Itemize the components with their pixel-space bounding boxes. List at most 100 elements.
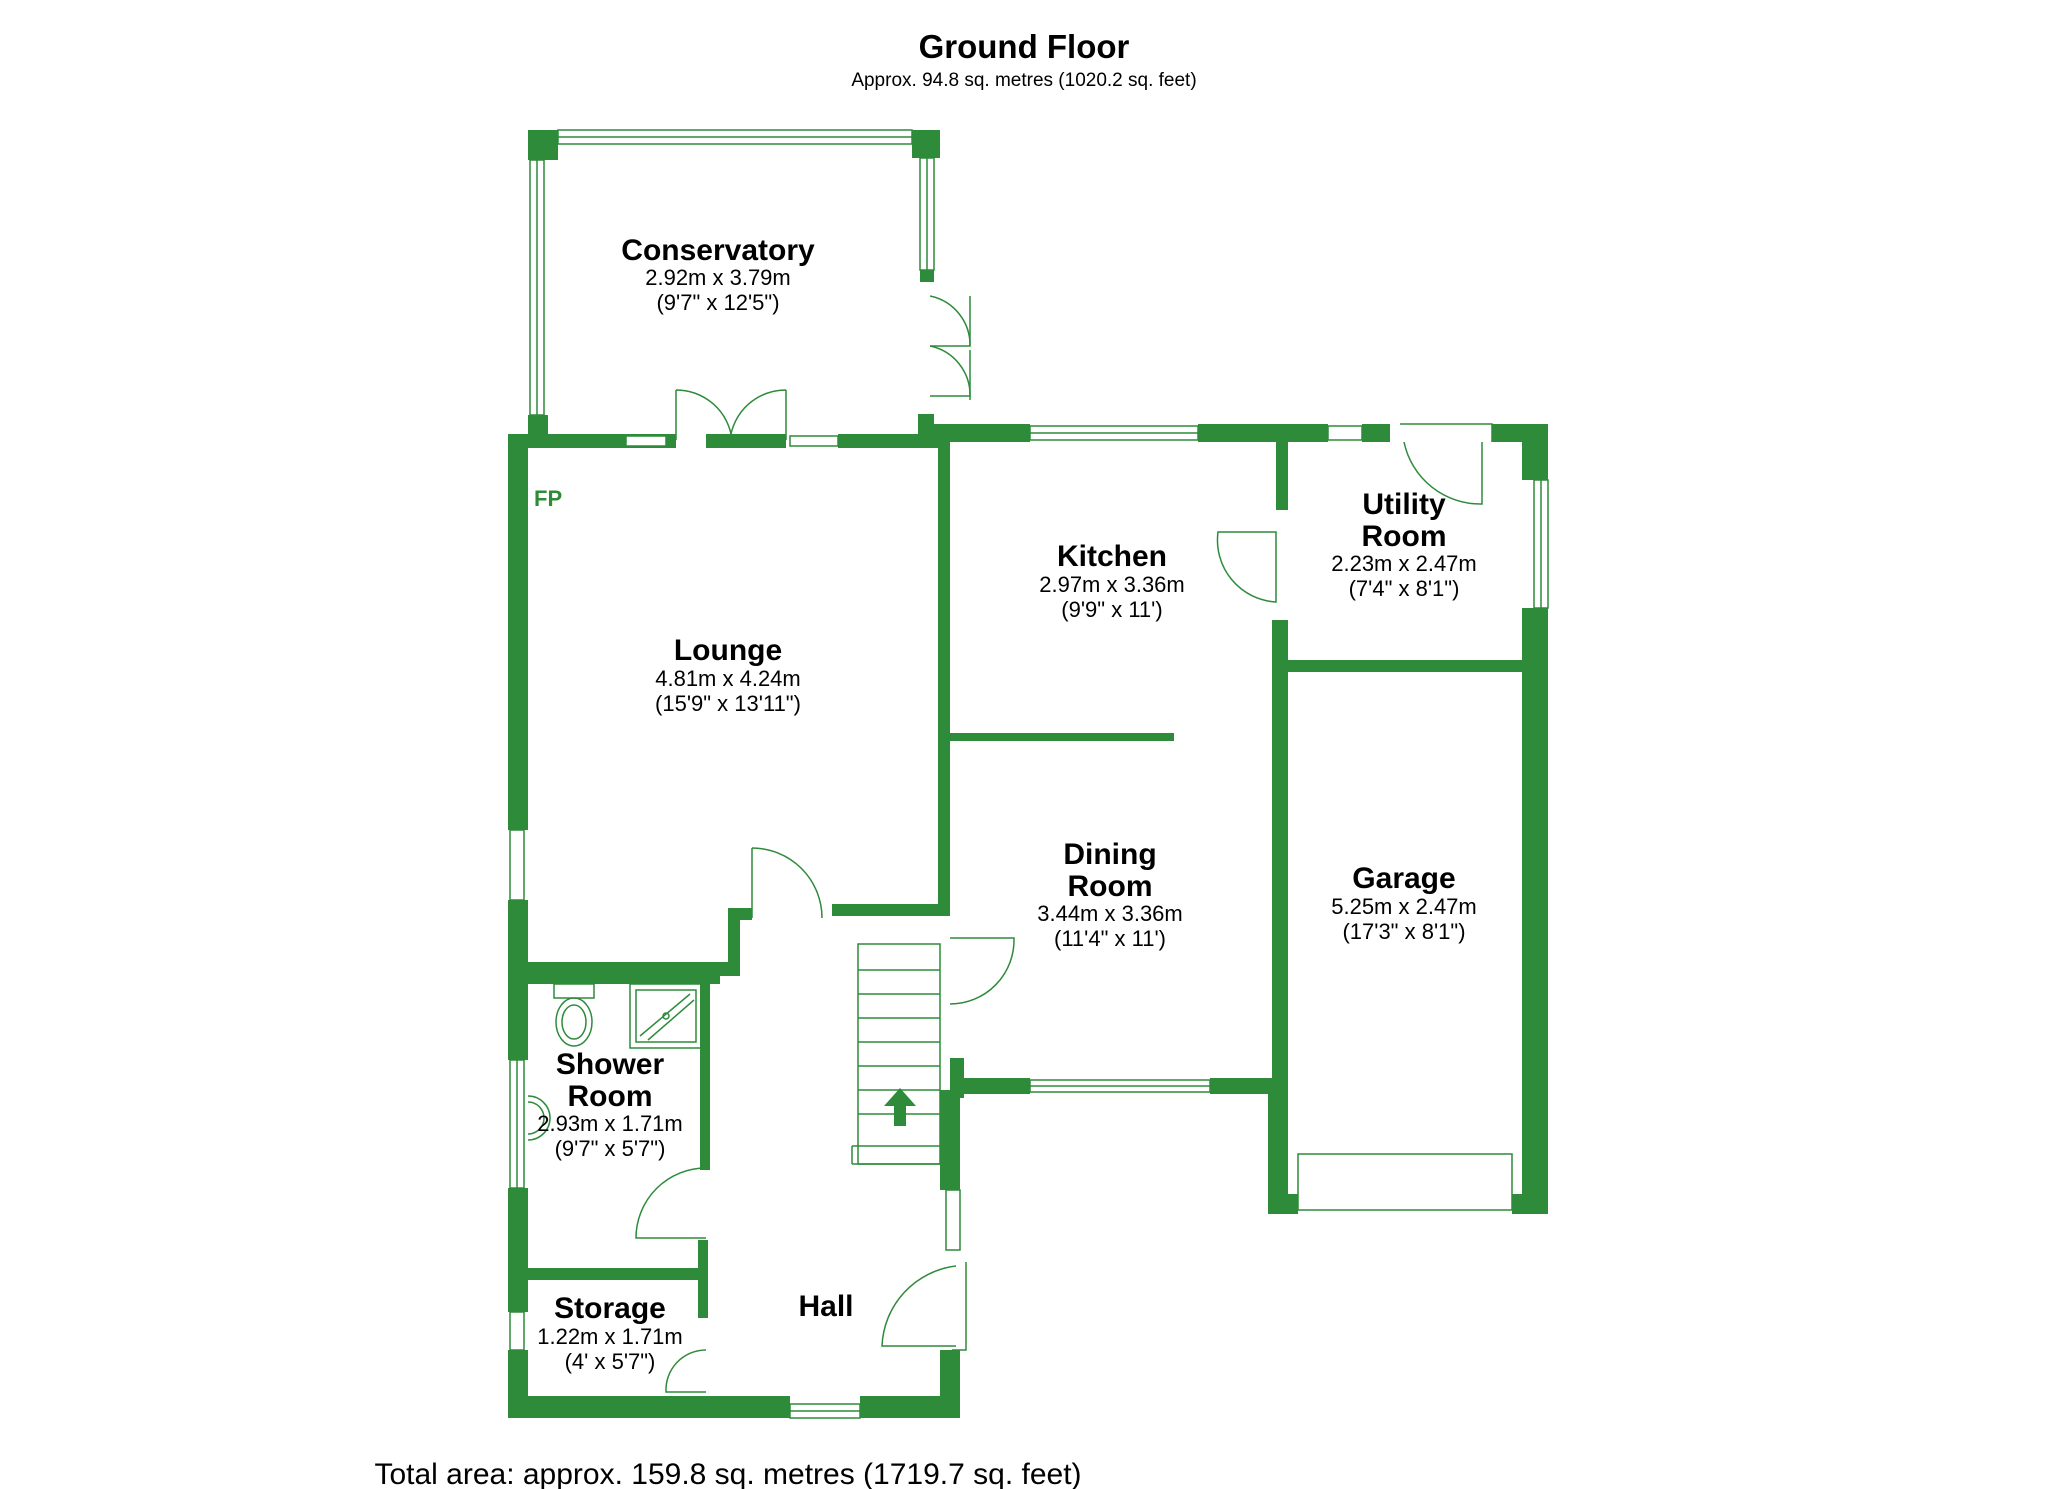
door-conservatory-east-lower [929,345,971,397]
wall-lounge-south [832,904,950,916]
wall-shower-north [528,976,720,984]
wall-dining-notch [950,1078,964,1098]
window-lounge-north-left [625,435,667,447]
stair-up-arrow-icon [884,1088,916,1126]
wall-kitchen-north-mid [1198,424,1328,442]
room-metric: 2.97m x 3.36m [1039,572,1185,597]
windows [509,129,1549,1419]
wall-west-mid [508,900,528,1060]
toilet [553,983,595,1047]
room-storage: Storage 1.22m x 1.71m (4' x 5'7") [537,1292,683,1374]
room-shower: Shower Room 2.93m x 1.71m (9'7" x 5'7") [537,1048,683,1161]
wall-garage-south-left [1268,1194,1298,1214]
room-hall: Hall [798,1290,853,1323]
room-imperial: (15'9" x 13'11") [655,691,801,716]
room-name: Hall [798,1290,853,1323]
wall-conservatory-e-stub [920,270,934,282]
door-shower-room [635,1167,707,1239]
room-name: Lounge [674,634,782,667]
wall-kitchen-east [950,440,958,441]
room-conservatory: Conservatory 2.92m x 3.79m (9'7" x 12'5"… [621,234,815,315]
wall-utility-south [1276,660,1532,672]
room-imperial: (11'4" x 11') [1054,926,1166,951]
wall-garage-west [1268,1094,1288,1214]
wall-hall-east-bottom [940,1350,960,1418]
room-imperial: (9'7" x 12'5") [656,290,779,315]
wall-storage-east [698,1300,708,1318]
wall-west-lower [508,1188,528,1312]
room-metric: 5.25m x 2.47m [1331,894,1477,919]
room-name-line1: Utility [1362,488,1446,521]
room-name: Kitchen [1057,540,1167,573]
wall-west-upper [508,434,528,830]
door-front [881,1262,967,1351]
room-name-line1: Shower [556,1048,665,1081]
window-lounge-west [509,829,525,901]
wall-south-left [508,1396,790,1418]
window-storage-west [509,1311,525,1351]
wall-lounge-north-mid [706,434,786,448]
room-imperial: (9'9" x 11') [1061,597,1162,622]
door-lounge-french-left [675,389,733,441]
wall-shower-east [700,976,710,1170]
door-dining-hall [949,937,1015,1005]
room-name-line1: Dining [1063,838,1156,871]
room-imperial: (9'7" x 5'7") [555,1136,666,1161]
room-lounge: Lounge 4.81m x 4.24m (15'9" x 13'11") [655,634,801,716]
window-lounge-north-right [789,435,839,447]
room-imperial: (17'3" x 8'1") [1342,919,1465,944]
wall-hall-east-lower [940,1090,960,1190]
wall-utility-east-top [1522,424,1548,480]
room-metric: 2.23m x 2.47m [1331,551,1477,576]
room-metric: 1.22m x 1.71m [537,1324,683,1349]
room-kitchen: Kitchen 2.97m x 3.36m (9'9" x 11') [1039,540,1185,622]
window-utility-north [1327,425,1363,441]
wall-utility-north [1362,424,1390,442]
wall-lounge-south-left [528,962,738,976]
room-name: Garage [1352,862,1455,895]
shower-tray [629,983,703,1049]
wall-utility-west-lower [1276,620,1288,670]
room-metric: 2.93m x 1.71m [537,1111,683,1136]
door-kitchen-utility [1216,531,1277,603]
door-lounge-french-right [729,389,787,441]
wall-lounge-east [938,440,950,906]
fireplace-label: FP [534,486,562,511]
room-name-line2: Room [1362,520,1447,553]
garage-door [1297,1153,1513,1211]
wall-lounge-notch [728,908,740,976]
fixtures [527,943,941,1165]
wall-conservatory-sw-post [528,415,548,437]
room-dining: Dining Room 3.44m x 3.36m (11'4" x 11') [1037,838,1183,951]
room-name: Conservatory [621,234,815,267]
door-storage [665,1349,707,1393]
basin [527,1095,551,1141]
door-utility-rear [1400,423,1493,505]
wall-conservatory-ne-post [912,130,940,158]
room-imperial: (7'4" x 8'1") [1349,576,1460,601]
room-utility: Utility Room 2.23m x 2.47m (7'4" x 8'1") [1331,488,1477,601]
staircase [851,943,941,1165]
wall-notch-top [728,908,752,920]
window-hall-east [945,1189,961,1251]
wall-dining-south-right [1210,1078,1288,1094]
door-conservatory-east-upper [929,295,971,347]
floor-title: Ground Floor [919,28,1130,65]
floor-area: Approx. 94.8 sq. metres (1020.2 sq. feet… [851,70,1196,91]
room-metric: 2.92m x 3.79m [645,265,791,290]
wall-kitchen-dining-partition [950,733,1174,741]
wall-conservatory-nw-post [528,130,558,160]
walls [508,130,1548,1418]
wall-utility-west-top [1276,440,1288,510]
room-metric: 3.44m x 3.36m [1037,901,1183,926]
wall-dining-south [950,1078,1030,1094]
wall-kitchen-north [930,424,1030,442]
wall-utility-east-lower [1522,608,1548,1214]
room-imperial: (4' x 5'7") [565,1349,656,1374]
wall-south-right [860,1396,960,1418]
total-area: Total area: approx. 159.8 sq. metres (17… [374,1458,1081,1489]
room-metric: 4.81m x 4.24m [655,666,801,691]
wall-shower-east-lower [698,1240,708,1300]
room-name-line2: Room [1068,870,1153,903]
